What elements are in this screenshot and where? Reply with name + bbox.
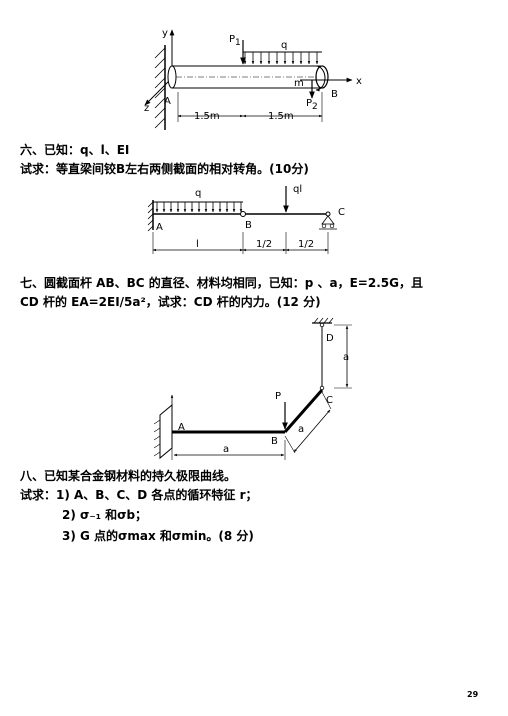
fig1-dim-2: 1.5m — [268, 111, 294, 122]
fig3-dim-a-horizontal: a — [223, 444, 229, 455]
fig2-label-B: B — [245, 220, 252, 231]
q6-task: 试求：等直梁间铰B左右两侧截面的相对转角。(10分) — [20, 162, 309, 176]
q8-task-3: 3) G 点的σmax 和σmin。(8 分) — [62, 529, 254, 543]
fig2-label-C: C — [338, 207, 345, 218]
fig1-label-z: z — [144, 103, 149, 114]
fig3-label-P: P — [275, 391, 281, 402]
fig3-dim-a-diagonal: a — [298, 424, 304, 435]
fig2-label-ql: ql — [293, 184, 302, 195]
page-number: 29 — [467, 690, 479, 699]
q6-given: 六、已知：q、l、EI — [20, 143, 130, 157]
fig2-dim-half-1: 1/2 — [256, 239, 272, 250]
fig3-label-A: A — [178, 422, 185, 433]
fig3-label-C: C — [326, 395, 333, 406]
q8-task-1: 试求：1) A、B、C、D 各点的循环特征 r； — [20, 488, 258, 502]
fig1-label-m: m — [294, 78, 304, 89]
fig2-label-A: A — [156, 222, 163, 233]
figure-3-space-frame: D C a A P B a a — [153, 317, 352, 460]
fig1-label-A: A — [164, 96, 171, 107]
figure-1-cantilever: y z x q P1 m — [144, 28, 362, 130]
fig1-label-P2: P2 — [306, 98, 318, 112]
fig1-label-P1: P1 — [229, 34, 241, 48]
q7-task: CD 杆的 EA=2EI/5a²，试求：CD 杆的内力。(12 分) — [20, 295, 321, 309]
fig2-dim-l: l — [196, 239, 199, 250]
fig3-label-B: B — [271, 436, 278, 447]
fig2-label-q: q — [195, 188, 201, 199]
figures-canvas: y z x q P1 m — [144, 28, 362, 460]
figure-2-hinged-beam: q ql C A B l 1/2 1/2 — [147, 184, 345, 254]
fig1-dim-1: 1.5m — [194, 111, 220, 122]
q8-given: 八、已知某合金钢材料的持久极限曲线。 — [20, 469, 237, 483]
fig3-dim-a-vertical: a — [343, 352, 349, 363]
fig1-label-B: B — [331, 89, 338, 100]
q7-given: 七、圆截面杆 AB、BC 的直径、材料均相同，已知：p 、a，E=2.5G，且 — [20, 276, 423, 290]
fig3-label-D: D — [326, 333, 334, 344]
fig1-label-x: x — [356, 76, 362, 87]
q8-task-2: 2) σ₋₁ 和σb； — [62, 508, 148, 522]
fig1-label-q: q — [281, 40, 287, 51]
fig1-label-y: y — [162, 28, 168, 39]
fig2-dim-half-2: 1/2 — [298, 239, 314, 250]
